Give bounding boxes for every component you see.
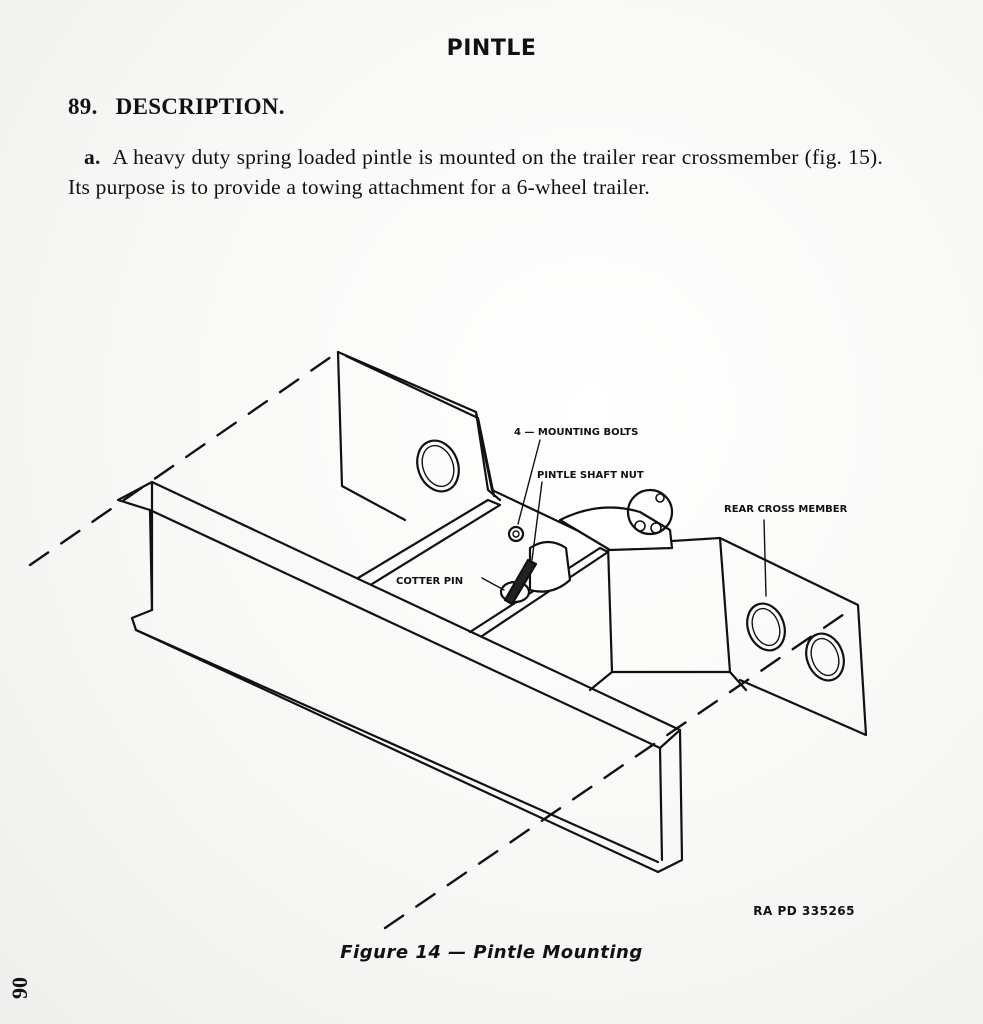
- inner-web-1: [356, 498, 502, 586]
- mounting-bolt: [507, 525, 525, 543]
- section-heading: 89. DESCRIPTION.: [68, 94, 285, 120]
- callout-rear-cross-member: REAR CROSS MEMBER: [724, 504, 848, 515]
- bracket-hole-left: [416, 439, 460, 493]
- leader-lines: [481, 439, 767, 597]
- callout-cotter-pin: COTTER PIN: [396, 576, 463, 587]
- pintle-assembly: [499, 488, 674, 606]
- dashed-frame-lines: [28, 350, 852, 930]
- page-title: PINTLE: [446, 36, 537, 61]
- paragraph-mark: a.: [84, 145, 101, 169]
- section-number: 89.: [68, 94, 98, 119]
- cross-member-hole-1: [746, 602, 786, 652]
- description-paragraph: a.A heavy duty spring loaded pintle is m…: [68, 142, 883, 202]
- cotter-pin: [503, 558, 538, 606]
- paragraph-text: A heavy duty spring loaded pintle is mou…: [68, 145, 883, 199]
- section-title: DESCRIPTION.: [115, 94, 285, 119]
- cross-member-hole-2: [805, 632, 845, 682]
- callout-pintle-shaft-nut: PINTLE SHAFT NUT: [537, 470, 644, 481]
- figure-reference-number: RA PD 335265: [753, 904, 855, 918]
- callout-mounting-bolts: 4 — MOUNTING BOLTS: [514, 427, 638, 438]
- page-number: 90: [7, 977, 32, 999]
- figure-caption: Figure 14 — Pintle Mounting: [340, 942, 643, 963]
